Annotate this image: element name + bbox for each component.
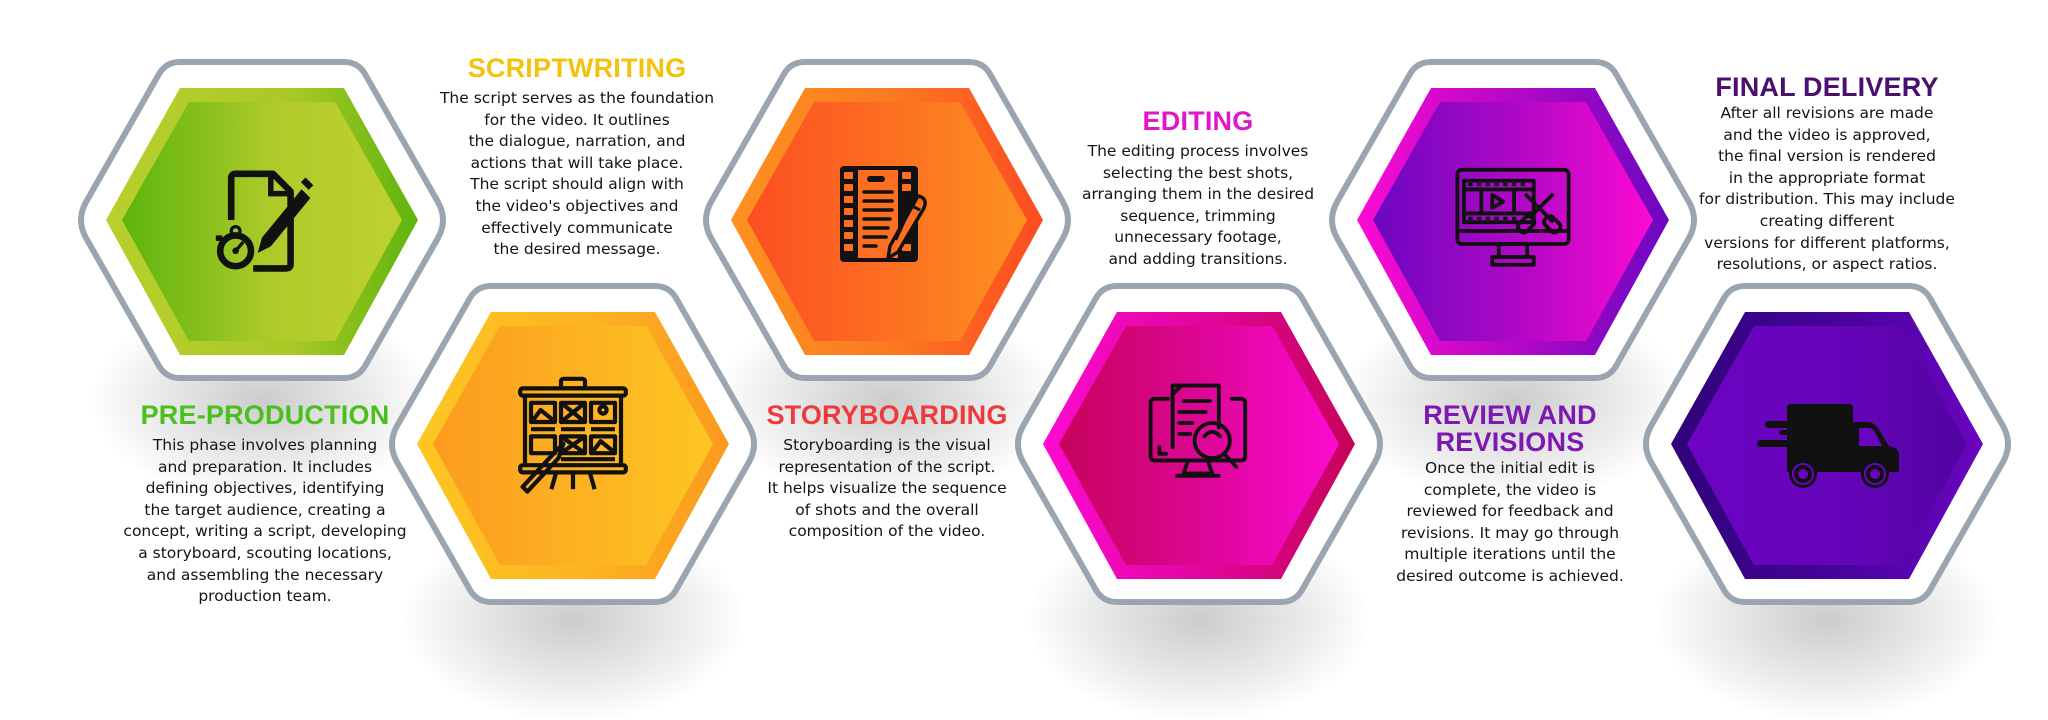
step-text-storyboarding: STORYBOARDING Storyboarding is the visua… <box>722 402 1052 543</box>
hex-step-scriptwriting <box>383 274 763 614</box>
step-description: This phase involves planning and prepara… <box>123 436 407 606</box>
step-title: REVIEW AND REVISIONS <box>1423 400 1597 457</box>
step-description: After all revisions are made and the vid… <box>1699 104 1955 274</box>
step-title: STORYBOARDING <box>766 400 1008 430</box>
storyboard-easel-icon <box>518 376 628 494</box>
step-title: PRE-PRODUCTION <box>140 400 390 430</box>
hexagon-shape <box>78 59 446 381</box>
step-text-scriptwriting: SCRIPTWRITING The script serves as the f… <box>412 55 742 261</box>
step-text-review-and-revisions: REVIEW AND REVISIONS Once the initial ed… <box>1345 402 1675 588</box>
step-description: Storyboarding is the visual representati… <box>767 436 1007 541</box>
step-description: Once the initial edit is complete, the v… <box>1396 459 1624 585</box>
step-text-editing: EDITING The editing process involves sel… <box>1033 108 1363 271</box>
step-text-final-delivery: FINAL DELIVERY After all revisions are m… <box>1662 74 1992 276</box>
hex-step-final-delivery <box>1637 274 2017 614</box>
delivery-truck-icon <box>1757 404 1899 488</box>
hexagon-shape <box>1015 283 1383 605</box>
hex-step-storyboarding <box>697 50 1077 390</box>
hex-step-pre-production <box>72 50 452 390</box>
step-text-pre-production: PRE-PRODUCTION This phase involves plann… <box>100 402 430 608</box>
step-title: FINAL DELIVERY <box>1715 72 1939 102</box>
step-title: EDITING <box>1142 106 1254 136</box>
film-script-pencil-icon <box>840 166 927 262</box>
script-stopwatch-icon <box>215 170 314 272</box>
monitor-film-scissors-icon <box>1455 167 1571 267</box>
step-description: The editing process involves selecting t… <box>1081 142 1315 268</box>
monitor-document-search-icon <box>1148 383 1248 478</box>
step-description: The script serves as the foundation for … <box>439 89 715 259</box>
process-infographic: PRE-PRODUCTION This phase involves plann… <box>72 50 2017 720</box>
hex-step-review-and-revisions <box>1323 50 1703 390</box>
hex-step-editing <box>1009 274 1389 614</box>
step-title: SCRIPTWRITING <box>467 53 687 83</box>
